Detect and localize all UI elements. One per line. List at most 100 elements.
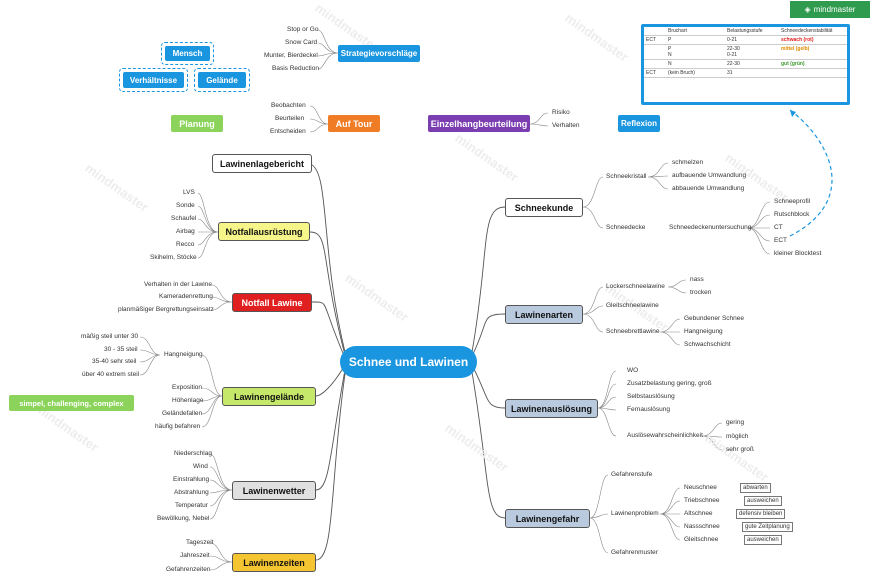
- ausruestung-item: LVS: [183, 189, 195, 196]
- simpel-node[interactable]: simpel, challenging, complex: [9, 395, 134, 411]
- locker-item: nass: [690, 276, 704, 283]
- mindmaster-logo[interactable]: ◈ mindmaster: [790, 1, 870, 18]
- problem-action: abwarten: [740, 483, 771, 493]
- lawinenausloesung-node[interactable]: Lawinenauslösung: [505, 399, 598, 418]
- problem-item: Triebschnee: [684, 497, 720, 504]
- mindmaster-logo-icon: ◈: [804, 5, 811, 14]
- lawinenwetter-node[interactable]: Lawinenwetter: [232, 481, 316, 500]
- notfall-lawine-node[interactable]: Notfall Lawine: [232, 293, 312, 312]
- notfall-item: Kameradenrettung: [159, 293, 213, 300]
- gelaende-node[interactable]: Gelände: [198, 72, 246, 88]
- wetter-item: Abstrahlung: [174, 489, 209, 496]
- auftour-node[interactable]: Auf Tour: [328, 115, 380, 132]
- ect-cell: P N: [666, 44, 725, 60]
- gelaende-item: Höhenlage: [172, 397, 204, 404]
- brett-item: Schwachschicht: [684, 341, 731, 348]
- problem-action: gute Zeitplanung: [742, 522, 793, 532]
- ect-header: Belastungsstufe: [725, 27, 779, 36]
- strategie-item: Basis Reduction: [272, 65, 319, 72]
- notfall-item: planmäßiger Bergrettungseinsatz: [118, 306, 214, 313]
- kristall-item: abbauende Umwandlung: [672, 185, 745, 192]
- lawinengelaende-node[interactable]: Lawinengelände: [222, 387, 316, 406]
- untersuchung-label: Schneedeckenuntersuchung: [669, 224, 752, 231]
- ausloesung-item: Fernauslösung: [627, 406, 670, 413]
- lawinenlagebericht-node[interactable]: Lawinenlagebericht: [212, 154, 312, 173]
- ect-cell: 0-21: [725, 35, 779, 45]
- gelaende-item: Geländefallen: [162, 410, 203, 417]
- ect-table: Bruchart Belastungsstufe Schneedeckensta…: [641, 24, 850, 105]
- problem-item: Gleitschnee: [684, 536, 719, 543]
- locker-label: Lockerschneelawine: [606, 283, 665, 290]
- wetter-item: Niederschlag: [174, 450, 212, 457]
- ect-link-arrow: [789, 109, 833, 237]
- gleit-label: Gleitschneelawine: [606, 302, 659, 309]
- ect-cell: mittel (gelb): [779, 44, 847, 60]
- schneekristall-label: Schneekristall: [606, 173, 647, 180]
- wahrsch-item: gering: [726, 419, 745, 426]
- planung-node[interactable]: Planung: [171, 115, 223, 132]
- einzelhang-node[interactable]: Einzelhangbeurteilung: [428, 115, 530, 132]
- ect-cell: schwach (rot): [779, 35, 847, 45]
- lawinengefahr-node[interactable]: Lawinengefahr: [505, 509, 590, 528]
- ect-cell: ECT: [644, 68, 666, 78]
- problem-item: Neuschnee: [684, 484, 717, 491]
- problem-item: Altschnee: [684, 510, 713, 517]
- problem-label: Lawinenproblem: [611, 510, 659, 517]
- wetter-item: Einstrahlung: [173, 476, 210, 483]
- ausruestung-item: Skihelm, Stöcke: [150, 254, 197, 261]
- reflexion-node[interactable]: Reflexion: [618, 115, 660, 132]
- ect-cell: 22-30: [725, 59, 779, 69]
- problem-item: Nassschnee: [684, 523, 720, 530]
- schneekunde-node[interactable]: Schneekunde: [505, 198, 583, 217]
- hang-item: 35-40 sehr steil: [92, 358, 137, 365]
- ausloesung-item: WO: [627, 367, 639, 374]
- schneedecke-label: Schneedecke: [606, 224, 646, 231]
- untersuchung-item: kleiner Blocktest: [774, 250, 822, 257]
- muster-label: Gefahrenmuster: [611, 549, 658, 556]
- wetter-item: Bewölkung, Nebel: [157, 515, 210, 522]
- kristall-item: schmelzen: [672, 159, 704, 166]
- untersuchung-item: CT: [774, 224, 783, 231]
- ausruestung-item: Sonde: [176, 202, 195, 209]
- strategie-item: Snow Card: [285, 39, 318, 46]
- wetter-item: Temperatur: [175, 502, 208, 509]
- ect-cell: ECT: [644, 35, 666, 45]
- wahrsch-item: sehr groß: [726, 446, 754, 453]
- ect-cell: 22-30 0-21: [725, 44, 779, 60]
- hang-item: über 40 extrem steil: [82, 371, 140, 378]
- untersuchung-item: Rutschblock: [774, 211, 810, 218]
- notfallausruestung-node[interactable]: Notfallausrüstung: [218, 222, 310, 241]
- hangneigung-label: Hangneigung: [164, 351, 203, 358]
- central-topic[interactable]: Schnee und Lawinen: [340, 346, 477, 378]
- untersuchung-item: Schneeprofil: [774, 198, 811, 205]
- wahrsch-item: möglich: [726, 433, 749, 440]
- ect-cell: [644, 59, 666, 69]
- verhaeltnisse-node[interactable]: Verhältnisse: [123, 72, 184, 88]
- brett-label: Schneebrettlawine: [606, 328, 660, 335]
- lawinenzeiten-node[interactable]: Lawinenzeiten: [232, 553, 316, 572]
- einzelhang-item: Verhalten: [552, 122, 580, 129]
- ect-cell: 31: [725, 68, 779, 78]
- locker-item: trocken: [690, 289, 712, 296]
- lawinenarten-node[interactable]: Lawinenarten: [505, 305, 583, 324]
- notfall-item: Verhalten in der Lawine: [144, 281, 212, 288]
- untersuchung-item: ECT: [774, 237, 787, 244]
- wetter-item: Wind: [193, 463, 208, 470]
- ect-cell: (kein Bruch): [666, 68, 725, 78]
- strategie-item: Munter, Bierdeckel: [264, 52, 318, 59]
- ect-cell: P: [666, 35, 725, 45]
- ect-cell: [779, 68, 847, 78]
- mensch-node[interactable]: Mensch: [165, 46, 210, 61]
- ausloesung-item: Selbstauslösung: [627, 393, 675, 400]
- zeiten-item: Gefahrenzeiten: [166, 566, 211, 573]
- problem-action: ausweichen: [744, 535, 782, 545]
- ect-header: Schneedeckenstabilität: [779, 27, 847, 36]
- gefahrenstufe-label: Gefahrenstufe: [611, 471, 653, 478]
- strategie-node[interactable]: Strategievorschläge: [338, 45, 420, 62]
- strategie-item: Stop or Go: [287, 26, 319, 33]
- ausruestung-item: Recco: [176, 241, 195, 248]
- verhaeltnisse-frame: [119, 68, 188, 92]
- ect-cell: [644, 44, 666, 60]
